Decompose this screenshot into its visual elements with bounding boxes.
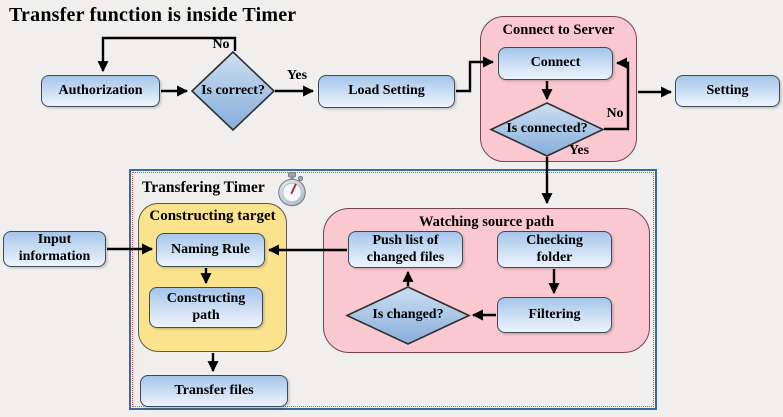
node-input-information-label: Input information xyxy=(18,232,91,264)
node-push-list-label: Push list of changed files xyxy=(366,232,445,265)
edge-label-is-connected-no: No xyxy=(606,106,624,121)
is-changed-label: Is changed? xyxy=(372,307,444,322)
node-naming-rule: Naming Rule xyxy=(156,233,265,267)
transfering-timer-container: Transfering Timer xyxy=(129,169,657,410)
node-filtering: Filtering xyxy=(497,297,612,333)
watching-source-path-label: Watching source path xyxy=(418,214,555,230)
stopwatch-top-button xyxy=(288,172,296,178)
connect-to-server-container: Connect to Server xyxy=(480,16,637,162)
node-checking-folder: Checking folder xyxy=(497,231,612,268)
constructing-target-label: Constructing target xyxy=(149,208,276,224)
node-input-information: Input information xyxy=(3,231,106,267)
stopwatch-icon xyxy=(272,169,312,209)
node-load-setting: Load Setting xyxy=(318,75,455,108)
stopwatch-side-knob xyxy=(297,175,304,182)
stopwatch-stem xyxy=(290,176,294,180)
node-load-setting-label: Load Setting xyxy=(348,83,425,99)
connect-to-server-label: Connect to Server xyxy=(502,22,615,38)
node-constructing-path-label: Constructing path xyxy=(166,290,246,323)
edge-label-is-correct-no: No xyxy=(212,37,230,52)
node-filtering-label: Filtering xyxy=(528,306,581,322)
node-checking-folder-label: Checking folder xyxy=(526,232,583,265)
timer-container-inner-border xyxy=(132,172,654,407)
node-authorization-label: Authorization xyxy=(58,82,143,98)
node-transfer-files-label: Transfer files xyxy=(174,382,254,398)
node-naming-rule-label: Naming Rule xyxy=(171,241,250,257)
node-constructing-path: Constructing path xyxy=(149,287,263,328)
node-push-list: Push list of changed files xyxy=(348,231,463,268)
edge-label-is-connected-yes: Yes xyxy=(568,143,590,158)
node-setting: Setting xyxy=(675,75,780,107)
constructing-target-container: Constructing target xyxy=(138,203,287,352)
is-correct-label: Is correct? xyxy=(201,83,265,98)
node-authorization: Authorization xyxy=(41,75,160,107)
node-connect-label: Connect xyxy=(530,55,581,71)
stopwatch-needle xyxy=(290,183,297,195)
edge-label-is-correct-yes: Yes xyxy=(286,68,308,83)
transfering-timer-label: Transfering Timer xyxy=(142,179,265,196)
diagram-title: Transfer function is inside Timer xyxy=(9,4,297,26)
node-setting-label: Setting xyxy=(706,82,749,98)
node-connect: Connect xyxy=(498,47,613,80)
is-connected-label: Is connected? xyxy=(506,121,588,136)
node-transfer-files: Transfer files xyxy=(140,375,288,407)
